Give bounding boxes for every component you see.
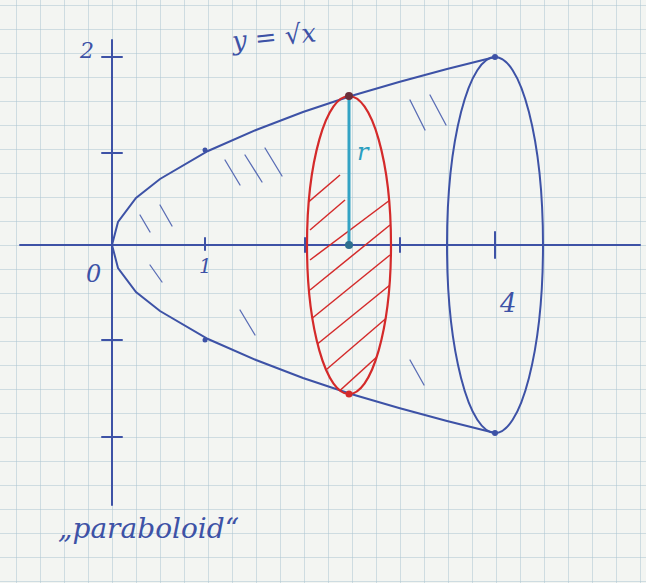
upper-curve <box>112 57 495 245</box>
axis-value: 4 <box>500 290 517 316</box>
axis-value: 2 <box>80 40 94 62</box>
cross-section-disk <box>307 96 391 394</box>
radius-label: r <box>357 140 368 164</box>
origin-label: 0 <box>86 262 101 286</box>
radius-line <box>348 96 351 245</box>
figure-caption: „paraboloid“ <box>58 515 239 543</box>
base-disk <box>447 57 543 433</box>
lower-curve <box>112 245 495 433</box>
axis-value: 1 <box>199 256 212 276</box>
hatching <box>140 95 446 385</box>
y-axis <box>111 40 113 505</box>
